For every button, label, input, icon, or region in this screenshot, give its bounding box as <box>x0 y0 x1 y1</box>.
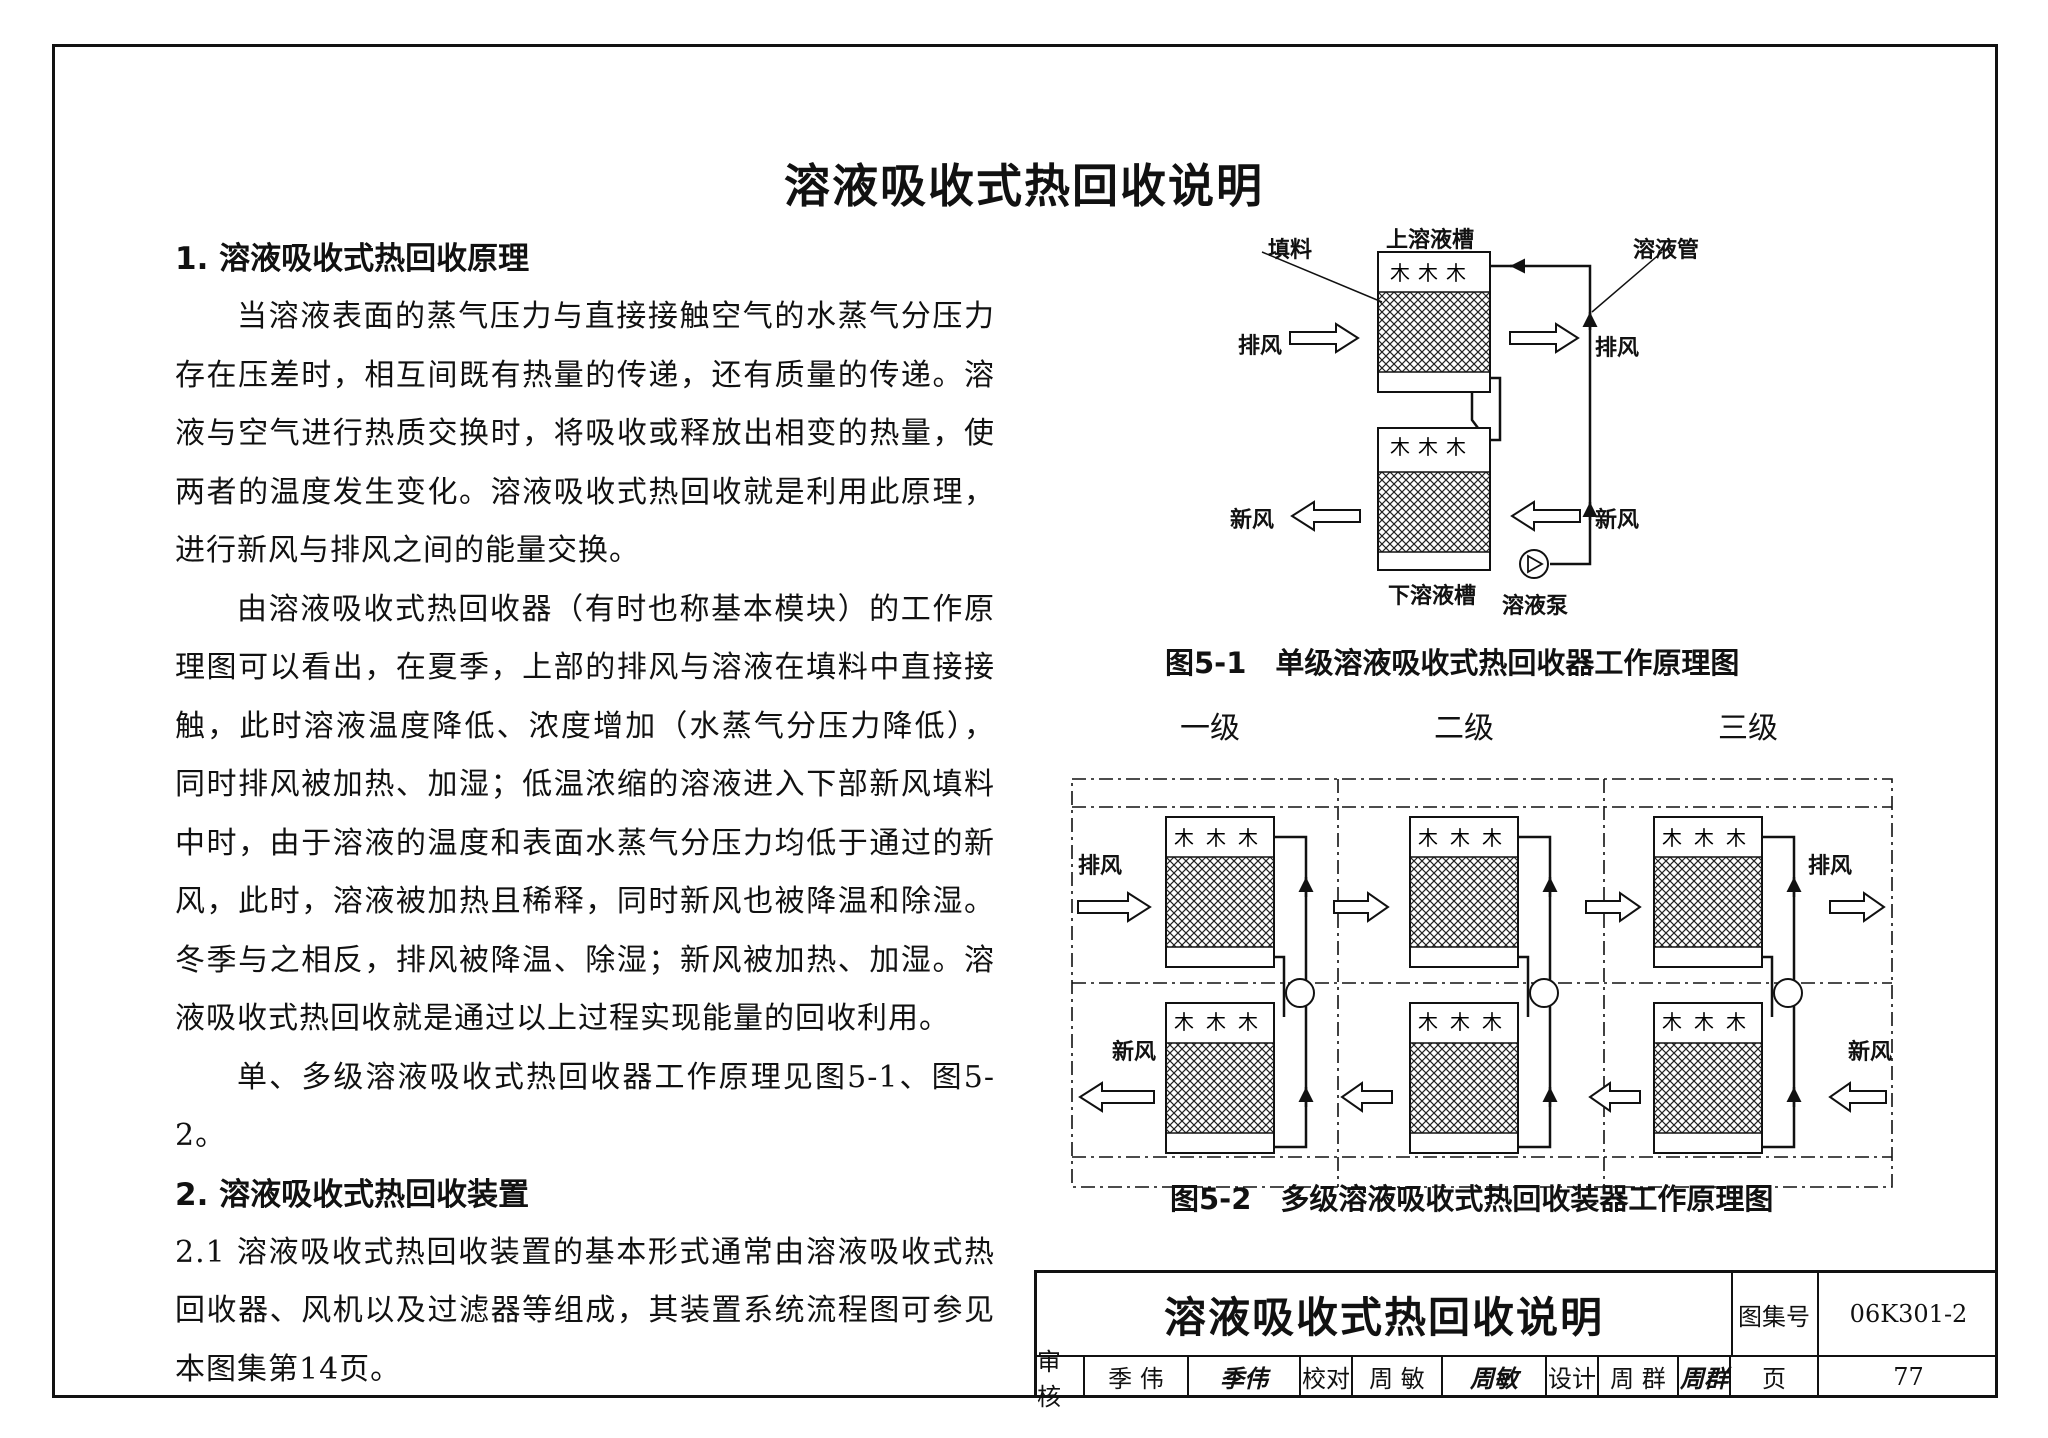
page-number: 77 <box>1893 1362 1924 1391</box>
svg-text:木: 木 <box>1174 1010 1194 1034</box>
stage-label-3: 三级 <box>1718 711 1778 746</box>
designer-signature: 周群 <box>1679 1355 1731 1398</box>
svg-text:木: 木 <box>1418 435 1438 459</box>
label-filler: 填料 <box>1268 238 1313 263</box>
svg-text:木: 木 <box>1174 826 1194 850</box>
figure-5-1-diagram: 木木木 木木木 <box>1261 251 1663 579</box>
review-label: 审核 <box>1037 1348 1085 1411</box>
figure-5-2-diagram: 木木木 木木木 木木木 木木木 木木木 <box>1071 778 1893 1188</box>
svg-text:木: 木 <box>1206 1010 1226 1034</box>
air-flow-arrows <box>1077 891 1887 1113</box>
drawing-frame <box>52 44 1998 1398</box>
label-exhaust-out: 排风 <box>1595 336 1640 361</box>
paragraph-2: 由溶液吸收式热回收器（有时也称基本模块）的工作原理图可以看出，在夏季，上部的排风… <box>175 591 995 1037</box>
label-exhaust-in-multi: 排风 <box>1078 854 1123 879</box>
svg-text:木: 木 <box>1726 1010 1746 1034</box>
svg-text:木: 木 <box>1418 261 1438 285</box>
pump-icon <box>1519 549 1549 579</box>
svg-text:木: 木 <box>1390 261 1410 285</box>
figure-5-1-caption: 图5-1 单级溶液吸收式热回收器工作原理图 <box>1165 646 1740 680</box>
svg-text:木: 木 <box>1418 1010 1438 1034</box>
stage-label-2: 二级 <box>1434 711 1494 746</box>
svg-text:木: 木 <box>1662 1010 1682 1034</box>
design-label: 设计 <box>1547 1355 1599 1398</box>
title-block: 溶液吸收式热回收说明 图集号 06K301-2 审核 季 伟 季伟 校对 周 敏… <box>1034 1270 1998 1411</box>
paragraph-3: 单、多级溶液吸收式热回收器工作原理见图5-1、图5-2。 <box>175 1059 995 1154</box>
solution-pipe <box>1470 264 1592 566</box>
svg-text:木: 木 <box>1446 435 1466 459</box>
checker-name: 周 敏 <box>1353 1355 1443 1398</box>
svg-text:木: 木 <box>1662 826 1682 850</box>
page-title: 溶液吸收式热回收说明 <box>784 159 1264 213</box>
designer-name: 周 群 <box>1599 1355 1679 1398</box>
stage-units: 木木木 木木木 木木木 木木木 木木木 <box>1165 816 1803 1154</box>
checker-signature: 周敏 <box>1443 1355 1547 1398</box>
svg-text:木: 木 <box>1482 826 1502 850</box>
check-label: 校对 <box>1301 1355 1353 1398</box>
section-1-heading: 1. 溶液吸收式热回收原理 <box>175 241 530 277</box>
paragraph-4: 2.1 溶液吸收式热回收装置的基本形式通常由溶液吸收式热回收器、风机以及过滤器等… <box>175 1234 995 1387</box>
section-2-heading: 2. 溶液吸收式热回收装置 <box>175 1176 530 1213</box>
atlas-number: 06K301-2 <box>1849 1300 1968 1328</box>
svg-text:木: 木 <box>1390 435 1410 459</box>
reviewer-name: 季 伟 <box>1085 1355 1189 1398</box>
stage-label-1: 一级 <box>1180 711 1240 746</box>
reviewer-signature: 季伟 <box>1189 1355 1301 1398</box>
svg-text:木: 木 <box>1446 261 1466 285</box>
air-flow-arrows <box>1289 322 1581 532</box>
atlas-label: 图集号 <box>1731 1273 1819 1355</box>
title-block-title: 溶液吸收式热回收说明 <box>1037 1273 1733 1355</box>
label-upper-tank: 上溶液槽 <box>1386 228 1475 253</box>
svg-text:木: 木 <box>1418 826 1438 850</box>
label-exhaust-in: 排风 <box>1238 334 1283 359</box>
svg-text:木: 木 <box>1206 826 1226 850</box>
svg-text:木: 木 <box>1694 1010 1714 1034</box>
stage-boundaries <box>1071 778 1893 1188</box>
svg-text:木: 木 <box>1238 1010 1258 1034</box>
svg-text:木: 木 <box>1482 1010 1502 1034</box>
svg-text:木: 木 <box>1450 1010 1470 1034</box>
label-exhaust-out-multi: 排风 <box>1808 854 1853 879</box>
label-lower-tank: 下溶液槽 <box>1388 584 1477 609</box>
svg-text:木: 木 <box>1726 826 1746 850</box>
lower-unit: 木木木 <box>1377 427 1491 571</box>
label-fresh-in-multi: 新风 <box>1848 1040 1893 1065</box>
label-fresh-out-multi: 新风 <box>1112 1040 1157 1065</box>
label-solution-pipe: 溶液管 <box>1633 238 1700 263</box>
label-fresh-in: 新风 <box>1595 508 1640 533</box>
label-pump: 溶液泵 <box>1502 594 1569 619</box>
label-fresh-out: 新风 <box>1230 508 1275 533</box>
paragraph-1: 当溶液表面的蒸气压力与直接接触空气的水蒸气分压力存在压差时，相互间既有热量的传递… <box>175 299 995 568</box>
svg-text:木: 木 <box>1450 826 1470 850</box>
page-label: 页 <box>1731 1355 1819 1398</box>
body-text: 1. 溶液吸收式热回收原理 当溶液表面的蒸气压力与直接接触空气的水蒸气分压力存在… <box>175 230 995 1399</box>
svg-text:木: 木 <box>1238 826 1258 850</box>
figure-5-2-caption: 图5-2 多级溶液吸收式热回收装器工作原理图 <box>1170 1182 1774 1216</box>
upper-unit: 木木木 <box>1377 251 1491 393</box>
svg-text:木: 木 <box>1694 826 1714 850</box>
